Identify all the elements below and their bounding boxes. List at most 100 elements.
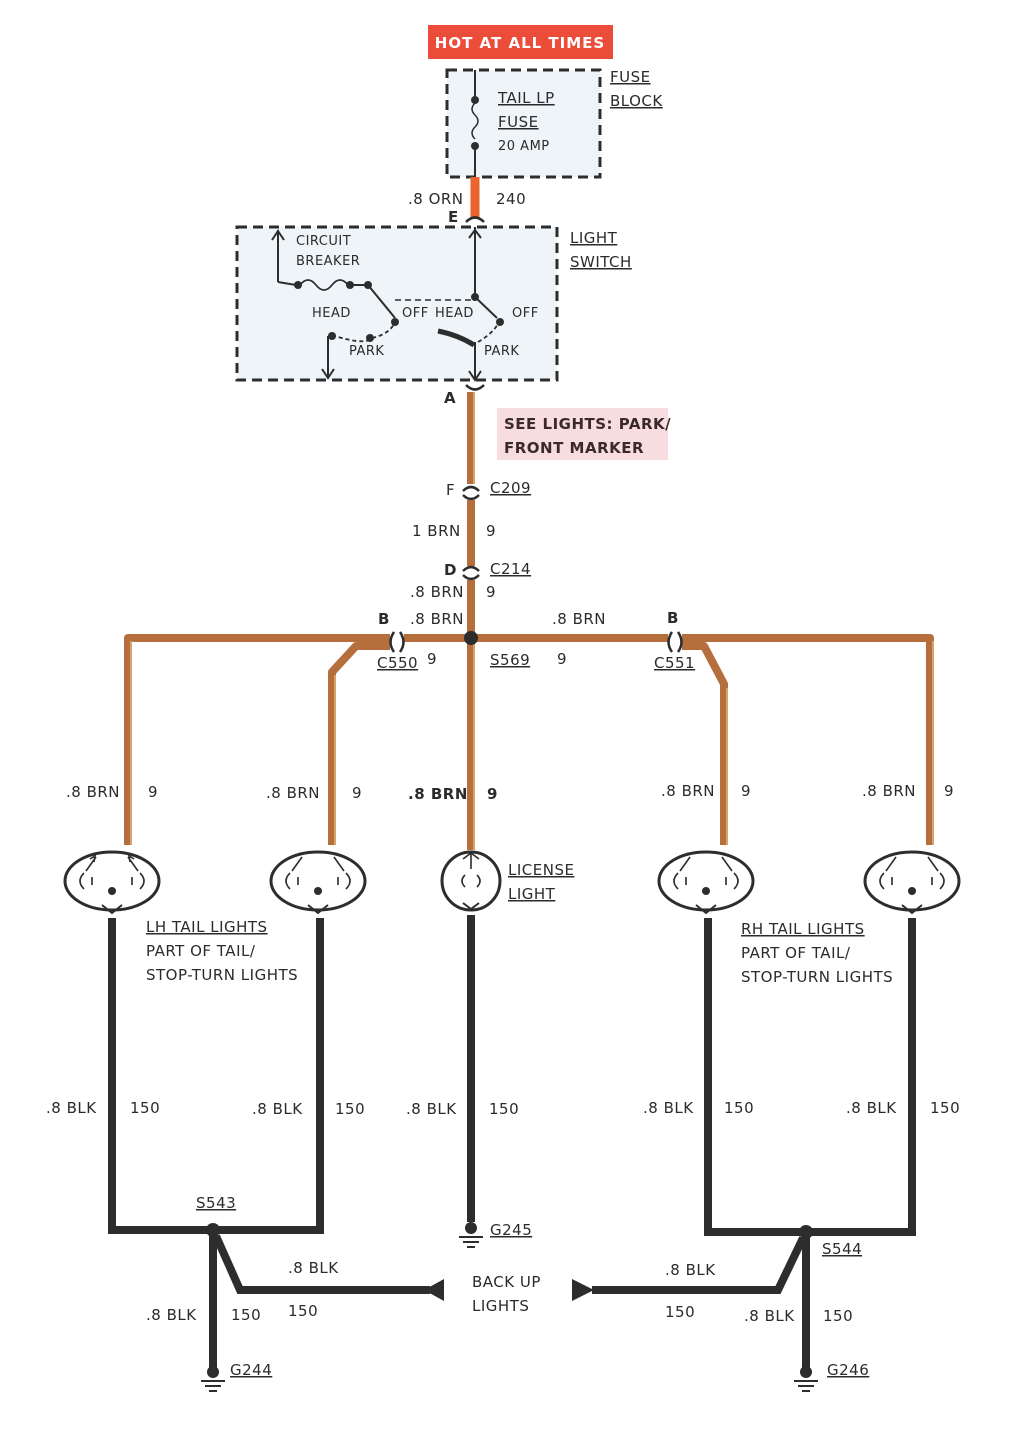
s544-label: S544 — [822, 1240, 862, 1258]
fuse-label-3: 20 AMP — [498, 139, 550, 154]
connector-c214-bottom — [462, 574, 480, 581]
fuse-label-2: FUSE — [498, 113, 539, 131]
terminal-a-label: A — [444, 389, 456, 407]
connector-c550-right — [398, 631, 405, 653]
wire-orn-label: .8 ORN — [408, 190, 464, 208]
c550-label: C550 — [377, 654, 418, 672]
c209-label: C209 — [490, 479, 531, 497]
blk-g246-label: .8 BLK — [744, 1307, 795, 1325]
hot-at-all-times-label: HOT AT ALL TIMES — [435, 34, 605, 52]
fuse-block: TAIL LP FUSE 20 AMP — [445, 68, 602, 179]
connector-c551-left — [667, 631, 674, 653]
blk5-label: .8 BLK — [846, 1099, 897, 1117]
splice-s569 — [464, 631, 478, 645]
splice-s543 — [206, 1223, 220, 1237]
blk1-circuit: 150 — [130, 1099, 160, 1117]
backup-lights-label-2: LIGHTS — [472, 1297, 529, 1315]
license-lamp — [440, 850, 502, 912]
connector-e — [465, 216, 485, 223]
blk-g244-label: .8 BLK — [146, 1306, 197, 1324]
brown-bus-highlight — [130, 641, 934, 850]
wire-8brn-c-label: .8 BRN — [552, 610, 606, 628]
hot-at-all-times-box — [428, 25, 613, 59]
blk-backup-left-circuit: 150 — [288, 1302, 318, 1320]
lh-tail-lamp-1 — [63, 850, 161, 915]
backup-lights-label-1: BACK UP — [472, 1273, 541, 1291]
g246-label: G246 — [827, 1361, 869, 1379]
terminal-e-label: E — [448, 208, 459, 226]
circuit-9a-label: 9 — [486, 522, 496, 540]
connector-a — [465, 384, 485, 391]
blk3-circuit: 150 — [489, 1100, 519, 1118]
light-switch: CIRCUIT BREAKER HEAD OFF PARK HEAD OFF P… — [235, 225, 559, 382]
rh-tail-lamp-1 — [657, 850, 755, 915]
connector-c214-top — [462, 565, 480, 572]
connector-c209-bottom — [462, 494, 480, 501]
see-lights-note-1: SEE LIGHTS: PARK/ — [504, 415, 671, 433]
fuse-block-label-1: FUSE — [610, 68, 651, 86]
rh-tail-lamp-2 — [863, 850, 961, 915]
rh-tail-lights-label-2: PART OF TAIL/ — [741, 944, 851, 962]
blk2-label: .8 BLK — [252, 1100, 303, 1118]
see-lights-note-box — [497, 408, 668, 460]
license-light-label-1: LICENSE — [508, 861, 574, 879]
backup-arrow-left — [424, 1279, 444, 1301]
wire-1brn-label: 1 BRN — [412, 522, 461, 540]
blk-backup-left-label: .8 BLK — [288, 1259, 339, 1277]
circuit-9d-label: 9 — [557, 650, 567, 668]
brown-bus — [124, 634, 934, 850]
brn5-label: .8 BRN — [862, 782, 916, 800]
g245-label: G245 — [490, 1221, 532, 1239]
blk3-label: .8 BLK — [406, 1100, 457, 1118]
splice-s544 — [799, 1225, 813, 1239]
wire-8brn-a-label: .8 BRN — [410, 583, 464, 601]
c551-label: C551 — [654, 654, 695, 672]
connector-c550-left — [389, 631, 396, 653]
wire-8brn-b-label: .8 BRN — [410, 610, 464, 628]
circuit-breaker-label-1: CIRCUIT — [296, 234, 351, 249]
brn4-label: .8 BRN — [661, 782, 715, 800]
terminal-f-label: F — [446, 481, 455, 499]
see-lights-note-2: FRONT MARKER — [504, 439, 644, 457]
rh-tail-lights-label-3: STOP-TURN LIGHTS — [741, 968, 893, 986]
terminal-b-left-label: B — [378, 610, 390, 628]
s569-label: S569 — [490, 651, 530, 669]
c214-label: C214 — [490, 560, 531, 578]
blk-backup-right-circuit: 150 — [665, 1303, 695, 1321]
license-light-label-2: LIGHT — [508, 885, 556, 903]
circuit-9b-label: 9 — [486, 583, 496, 601]
brn1-label: .8 BRN — [66, 783, 120, 801]
terminal-d-label: D — [444, 561, 457, 579]
circuit-9c-label: 9 — [427, 650, 437, 668]
connector-c209-top — [462, 485, 480, 492]
brn3-circuit: 9 — [487, 785, 498, 803]
blk1-label: .8 BLK — [46, 1099, 97, 1117]
blk4-label: .8 BLK — [643, 1099, 694, 1117]
lh-tail-lights-label-3: STOP-TURN LIGHTS — [146, 966, 298, 984]
terminal-b-right-label: B — [667, 609, 679, 627]
blk-g246-circuit: 150 — [823, 1307, 853, 1325]
brn3-label: .8 BRN — [408, 785, 468, 803]
blk-backup-right-label: .8 BLK — [665, 1261, 716, 1279]
ground-g245 — [459, 1222, 483, 1248]
brn2-label: .8 BRN — [266, 784, 320, 802]
brn5-circuit: 9 — [944, 782, 954, 800]
circuit-240-label: 240 — [496, 190, 526, 208]
brn4-circuit: 9 — [741, 782, 751, 800]
connector-c551-right — [676, 631, 683, 653]
fuse-block-label-2: BLOCK — [610, 92, 663, 110]
light-switch-label-1: LIGHT — [570, 229, 618, 247]
s543-label: S543 — [196, 1194, 236, 1212]
switch-park-right-label: PARK — [484, 344, 519, 359]
lh-tail-lights-label-2: PART OF TAIL/ — [146, 942, 256, 960]
blk-g244-circuit: 150 — [231, 1306, 261, 1324]
switch-park-left-label: PARK — [349, 344, 384, 359]
blk5-circuit: 150 — [930, 1099, 960, 1117]
brn1-circuit: 9 — [148, 783, 158, 801]
switch-off-left-label: OFF — [402, 306, 429, 321]
switch-off-right-label: OFF — [512, 306, 539, 321]
circuit-breaker-label-2: BREAKER — [296, 254, 360, 269]
g244-label: G244 — [230, 1361, 272, 1379]
blk4-circuit: 150 — [724, 1099, 754, 1117]
